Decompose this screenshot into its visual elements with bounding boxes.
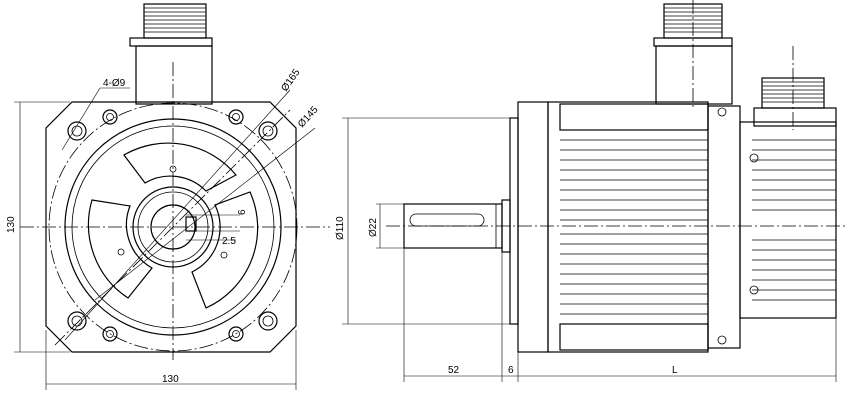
front-flange	[45, 101, 297, 353]
encoder-housing	[739, 121, 837, 319]
pcd-outer-label: Ø165	[279, 67, 302, 94]
front-connector	[129, 3, 213, 105]
height-dim-label: 130	[6, 216, 17, 233]
bolt-holes	[67, 109, 278, 342]
width-dim-label: 130	[162, 374, 179, 385]
flange-thickness-label: 6	[508, 365, 514, 376]
shaft-diameter-label: Ø22	[368, 218, 379, 237]
front-view: 4-Ø9 Ø165 Ø145 130 130 6 2.5	[6, 3, 330, 390]
pcd-inner-label: Ø145	[296, 104, 321, 130]
front-spokes	[87, 142, 259, 309]
body-length-label: L	[672, 365, 678, 376]
key-width-label: 6	[237, 209, 248, 215]
pilot-diameter-label: Ø110	[335, 216, 346, 240]
shaft-length-label: 52	[448, 365, 460, 376]
key-depth-label: 2.5	[222, 236, 236, 247]
side-view: Ø110 Ø22 52 6 L	[335, 0, 846, 382]
bolt-hole-label: 4-Ø9	[103, 78, 126, 89]
keyway	[185, 216, 197, 232]
side-flange	[509, 117, 519, 325]
motor-body	[547, 101, 709, 353]
